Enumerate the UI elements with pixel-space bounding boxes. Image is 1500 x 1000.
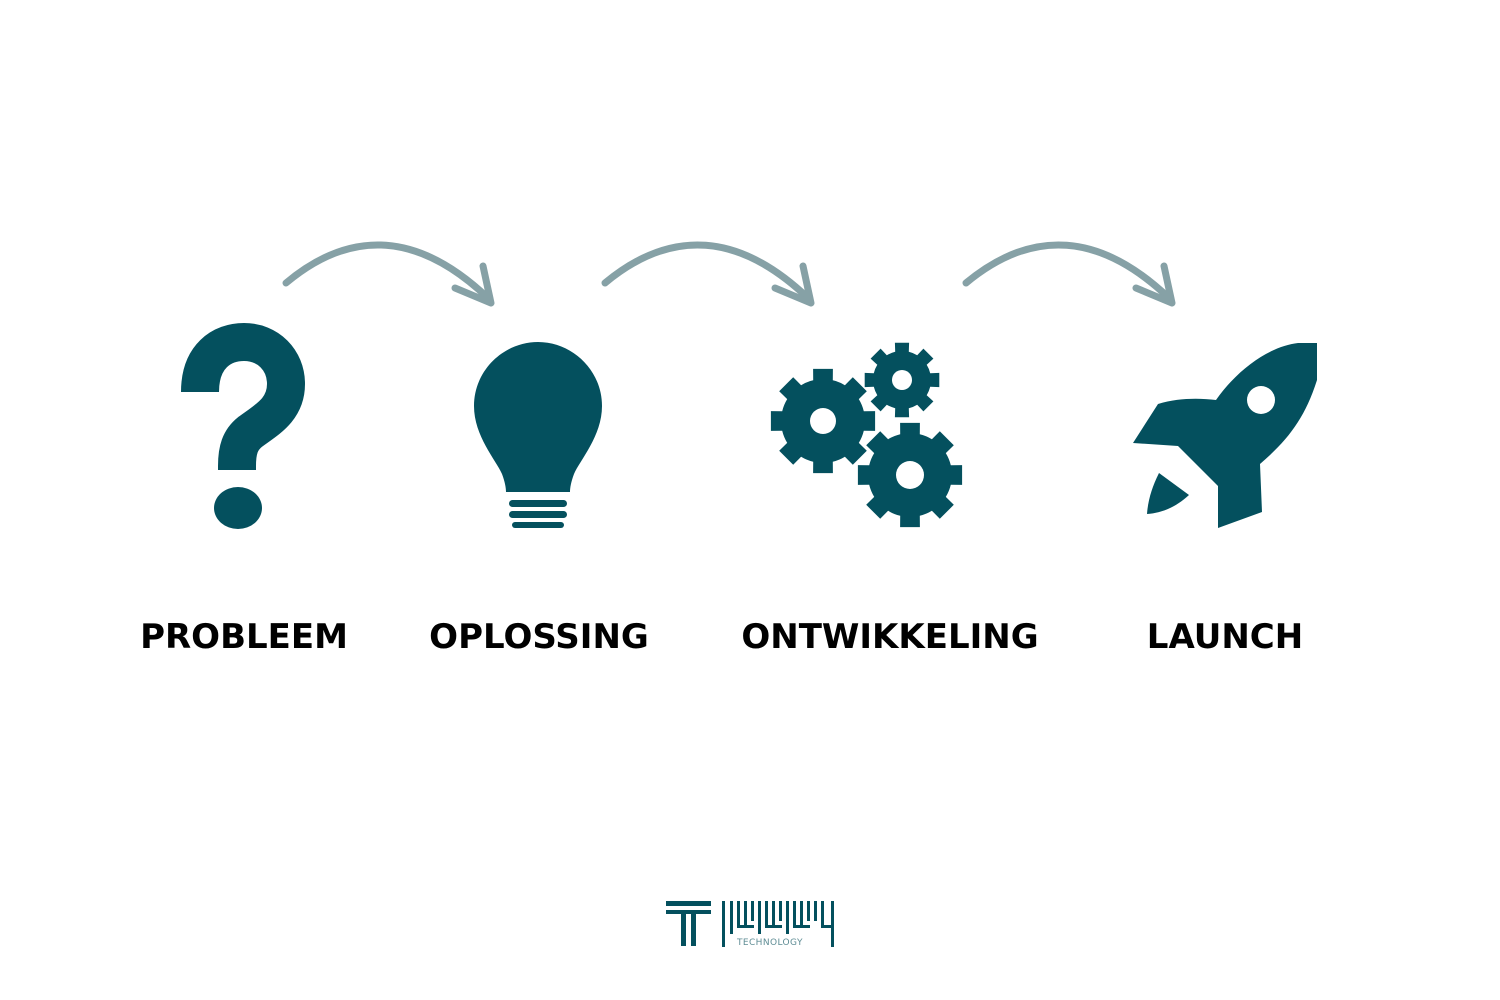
step-label-ontwikkeling: ONTWIKKELING: [741, 617, 1039, 657]
gear-a-hole: [810, 408, 836, 434]
gear-large-left: [770, 368, 876, 474]
question-mark-icon: [181, 323, 305, 529]
rocket-icon: [1133, 343, 1317, 528]
company-logo: [666, 901, 834, 947]
arrow-probleem-to-oplossing: [282, 241, 495, 307]
step-label-oplossing: OPLOSSING: [429, 617, 649, 657]
step-label-probleem: PROBLEEM: [140, 617, 348, 657]
gears-icon: [770, 342, 963, 528]
gear-c-hole: [896, 461, 924, 489]
gear-large-bottom: [857, 422, 963, 528]
lightbulb-icon: [474, 342, 602, 528]
arrow-ontwikkeling-to-launch: [962, 241, 1176, 307]
gear-small-top: [864, 342, 940, 418]
step-label-launch: LAUNCH: [1146, 617, 1304, 657]
logo-subtitle: TECHNOLOGY: [737, 938, 803, 948]
gear-b-hole: [892, 370, 912, 390]
arrow-oplossing-to-ontwikkeling: [601, 241, 815, 307]
